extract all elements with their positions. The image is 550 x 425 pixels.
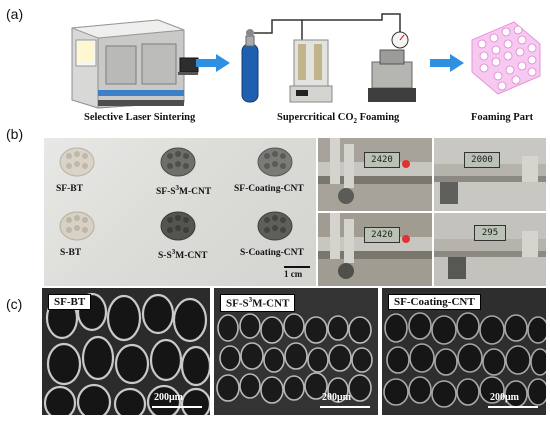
sample-label-s-coating-cnt: S-Coating-CNT	[240, 248, 304, 258]
sample-label-sf-coating-cnt: SF-Coating-CNT	[234, 184, 304, 194]
sem-image-sf-s3m-cnt: SF-S3M-CNT 200μm	[214, 288, 378, 415]
caliper-display: 2420	[364, 152, 400, 168]
sem-foam-texture	[383, 312, 546, 408]
sample-label-s-s3m-cnt: S-S3M-CNT	[158, 248, 208, 262]
foaming-part-illustration	[471, 21, 541, 95]
sem-label-sf-bt: SF-BT	[48, 294, 92, 310]
caliper-display: 2420	[364, 227, 400, 243]
sample-disc	[160, 211, 196, 241]
sem-foam-texture	[216, 313, 373, 404]
scale-bar-b-label: 1 cm	[284, 269, 303, 279]
sample-label-s-bt: S-BT	[60, 248, 82, 258]
sample-label-sf-s3m-cnt: SF-S3M-CNT	[156, 184, 212, 198]
sem-scale-label: 200μm	[490, 392, 519, 403]
supercritical-co2-setup-illustration	[241, 13, 416, 103]
sem-image-sf-coating-cnt: SF-Coating-CNT 200μm	[382, 288, 546, 415]
caliper-display: 295	[474, 225, 506, 241]
sem-scale-label: 200μm	[322, 392, 351, 403]
caliper-photo: 2420	[318, 213, 432, 286]
sem-scale-bar	[320, 406, 370, 408]
sem-scale-label: 200μm	[154, 392, 183, 403]
panel-label-a: (a)	[6, 6, 24, 22]
caption-foaming-part: Foaming Part	[471, 112, 534, 123]
caliper-photo: 2420	[318, 138, 432, 211]
panel-label-b: (b)	[6, 126, 24, 142]
sample-label-sf-bt: SF-BT	[56, 184, 83, 194]
caliper-photo: 2000	[434, 138, 546, 211]
sample-disc	[257, 147, 293, 177]
sem-scale-bar	[152, 406, 202, 408]
sls-machine-illustration	[71, 19, 199, 109]
scale-bar-b	[284, 266, 310, 268]
sample-disc	[59, 211, 95, 241]
sample-disc	[257, 211, 293, 241]
sample-disc	[160, 147, 196, 177]
samples-photo: SF-BT SF-S3M-CNT SF-Coating-CNT S-BT S-S…	[44, 138, 316, 286]
process-arrow-icon	[430, 54, 464, 72]
sem-label-sf-coating-cnt: SF-Coating-CNT	[388, 294, 481, 310]
sample-disc	[59, 147, 95, 177]
sem-scale-bar	[488, 406, 538, 408]
caliper-display: 2000	[464, 152, 500, 168]
sem-label-sf-s3m-cnt: SF-S3M-CNT	[220, 294, 296, 312]
caption-supercritical-co2-foaming: Supercritical CO2 Foaming	[277, 112, 400, 126]
caption-selective-laser-sintering: Selective Laser Sintering	[84, 112, 196, 123]
panel-label-c: (c)	[6, 296, 23, 312]
process-arrow-icon	[196, 54, 230, 72]
caliper-photo: 295	[434, 213, 546, 286]
sem-image-sf-bt: SF-BT 200μm	[42, 288, 210, 415]
